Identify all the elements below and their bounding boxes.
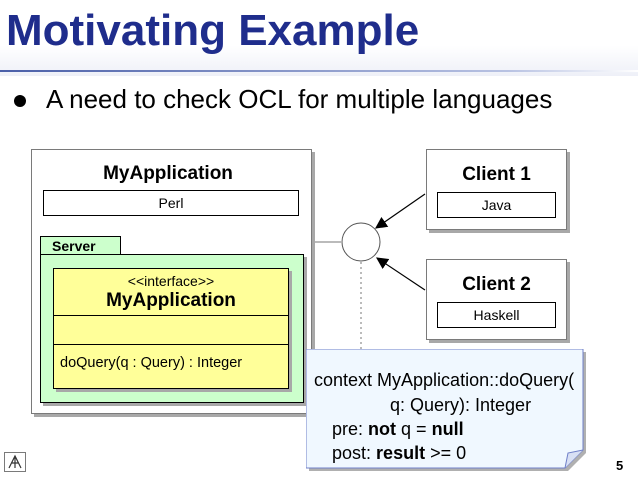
application-title: MyApplication (103, 163, 233, 184)
ocl-constraint-note: context MyApplication::doQuery( q: Query… (306, 349, 586, 471)
interface-name: MyApplication (106, 290, 236, 311)
bullet-text: A need to check OCL for multiple languag… (46, 84, 553, 114)
interface-class-box: <<interface>> MyApplication doQuery(q : … (53, 268, 289, 389)
null-keyword: null (431, 419, 464, 439)
client2-dependency-arrow (376, 257, 426, 291)
slide-title: Motivating Example (6, 6, 420, 55)
ocl-context-line: context MyApplication::doQuery( (314, 370, 575, 390)
result-keyword: result (376, 443, 426, 463)
not-keyword: not (368, 419, 397, 439)
server-package-tab: Server (40, 236, 121, 254)
provided-interface-lollipop (341, 222, 381, 262)
client-2-component: Client 2 Haskell (426, 259, 567, 340)
post-expression: >= 0 (430, 443, 467, 463)
client-language-box: Java (437, 192, 556, 218)
note-shape (306, 349, 586, 471)
page-number: 5 (616, 458, 624, 473)
title-underline (0, 70, 638, 72)
client-1-component: Client 1 Java (426, 149, 567, 230)
logo-glyph (8, 454, 22, 469)
pre-keyword: pre: (332, 419, 364, 439)
title-bar (0, 0, 638, 76)
interface-operation: doQuery(q : Query) : Integer (60, 355, 243, 371)
client-title: Client 2 (462, 274, 531, 295)
ocl-signature-line: q: Query): Integer (390, 395, 532, 415)
ocl-precondition: pre: not q = null (332, 419, 464, 440)
ocl-postcondition: post: result >= 0 (332, 443, 466, 464)
pre-expression: q = (401, 419, 427, 439)
interface-attribute-compartment (54, 316, 288, 345)
client-title: Client 1 (462, 164, 531, 185)
interface-header-compartment: <<interface>> MyApplication (54, 269, 288, 316)
client1-dependency-arrow (375, 193, 426, 229)
post-keyword: post: (332, 443, 372, 463)
bullet-icon (14, 95, 26, 107)
interface-stereotype: <<interface>> (127, 273, 215, 289)
client-language-box: Haskell (437, 302, 556, 328)
university-logo-icon (4, 452, 26, 472)
application-language-box: Perl (43, 190, 299, 216)
